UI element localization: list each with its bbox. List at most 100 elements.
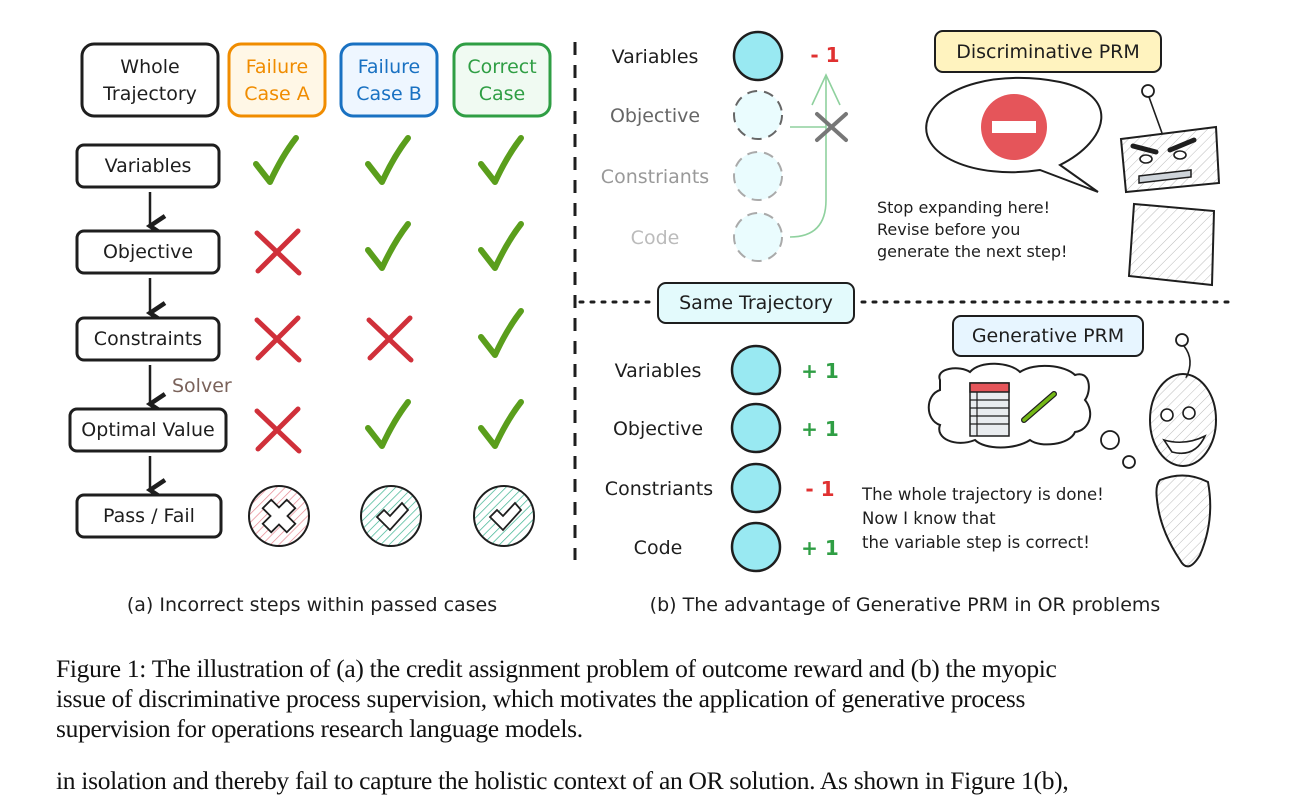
step-row: Constraints <box>75 308 524 416</box>
step-label: Objective <box>610 105 700 127</box>
cross-icon <box>254 228 302 276</box>
check-icon <box>365 399 411 449</box>
step-label: Variables <box>105 155 192 177</box>
step-node <box>730 402 782 454</box>
step-score: + 1 <box>801 536 839 560</box>
step-label: Constraints <box>94 328 202 350</box>
discriminative-step: Variables <box>612 30 784 82</box>
fail-badge-icon <box>248 485 310 547</box>
discriminative-prm-title: Discriminative PRM <box>956 41 1140 63</box>
speech-line-2: Revise before you <box>877 220 1020 239</box>
step-score: + 1 <box>801 359 839 383</box>
step-label: Variables <box>615 360 702 382</box>
generative-prm-title: Generative PRM <box>972 325 1124 347</box>
step-node-pending <box>733 90 783 140</box>
step-label: Code <box>631 227 680 249</box>
angry-robot-icon <box>1119 84 1221 287</box>
step-label: Code <box>634 537 683 559</box>
header-line-2: Trajectory <box>102 83 197 105</box>
result-row: Pass / Fail <box>75 485 535 547</box>
solver-label: Solver <box>172 375 232 397</box>
step-score: - 1 <box>805 477 834 501</box>
header-line-1: Failure <box>246 56 309 78</box>
same-trajectory-box <box>657 282 855 324</box>
arrowhead <box>811 73 841 106</box>
generative-step: Code + 1 <box>634 521 839 573</box>
step-node <box>730 344 782 396</box>
thought-line-3: the variable step is correct! <box>862 533 1090 552</box>
generative-prm-box <box>952 315 1144 357</box>
body-text-line: in isolation and thereby fail to capture… <box>56 766 1069 795</box>
header-line-2: Case <box>479 83 526 105</box>
cross-icon <box>254 406 302 454</box>
pencil-icon <box>1021 391 1057 423</box>
step-row: Variables <box>75 135 524 238</box>
header-line-2: Case A <box>244 83 310 105</box>
step-label: Objective <box>613 418 703 440</box>
step-label: Optimal Value <box>81 419 214 441</box>
step-box <box>75 316 221 362</box>
result-label: Pass / Fail <box>103 505 195 527</box>
generative-step: Variables + 1 <box>615 344 839 396</box>
step-row: Optimal Value <box>68 399 524 502</box>
discriminative-score: - 1 <box>810 43 839 67</box>
figure-caption-line-3: supervision for operations research lang… <box>56 714 583 743</box>
header-line-1: Failure <box>358 56 421 78</box>
step-box <box>75 143 221 189</box>
check-icon <box>478 308 524 358</box>
panel-a-caption: (a) Incorrect steps within passed cases <box>127 594 497 616</box>
check-icon <box>253 135 299 185</box>
step-score: + 1 <box>801 417 839 441</box>
pass-badge-icon <box>360 485 422 547</box>
header-line-1: Whole <box>120 56 179 78</box>
pass-badge-icon <box>473 485 535 547</box>
speech-bubble <box>925 76 1103 193</box>
speech-line-3: generate the next step! <box>877 242 1067 261</box>
cross-icon <box>254 315 302 363</box>
thought-line-2: Now I know that <box>862 509 996 528</box>
step-label: Objective <box>103 241 193 263</box>
check-icon <box>478 399 524 449</box>
step-node <box>730 521 782 573</box>
discriminative-prm-box <box>934 30 1162 73</box>
check-icon <box>365 135 411 185</box>
check-icon <box>365 221 411 271</box>
header-line-2: Case B <box>356 83 422 105</box>
discriminative-step: Code <box>631 212 783 262</box>
header-line-1: Correct <box>467 56 536 78</box>
speech-line-1: Stop expanding here! <box>877 198 1050 217</box>
check-icon <box>478 135 524 185</box>
step-node <box>730 462 782 514</box>
feedback-arrow <box>789 75 827 238</box>
thought-cloud <box>927 362 1136 469</box>
discriminative-step: Constriants <box>601 151 783 201</box>
cross-icon <box>366 315 414 363</box>
notepad-icon <box>969 382 1010 437</box>
step-node-pending <box>733 151 783 201</box>
figure-caption-line-2: issue of discriminative process supervis… <box>56 684 1026 713</box>
same-trajectory-label: Same Trajectory <box>679 292 833 314</box>
generative-step: Objective + 1 <box>613 402 839 454</box>
step-node-pending <box>733 212 783 262</box>
blocked-x-icon <box>815 112 848 142</box>
step-label: Constriants <box>601 166 709 188</box>
generative-step: Constriants - 1 <box>605 462 835 514</box>
thought-line-1: The whole trajectory is done! <box>861 485 1104 504</box>
result-box <box>75 493 223 539</box>
step-label: Constriants <box>605 478 713 500</box>
step-box <box>75 229 221 275</box>
discriminative-step: Objective <box>610 90 783 140</box>
figure-caption: Figure 1: The illustration of (a) the cr… <box>56 654 1246 744</box>
step-label: Variables <box>612 46 699 68</box>
panel-b-caption: (b) The advantage of Generative PRM in O… <box>650 594 1161 616</box>
happy-robot-icon <box>1149 333 1217 568</box>
check-icon <box>478 221 524 271</box>
